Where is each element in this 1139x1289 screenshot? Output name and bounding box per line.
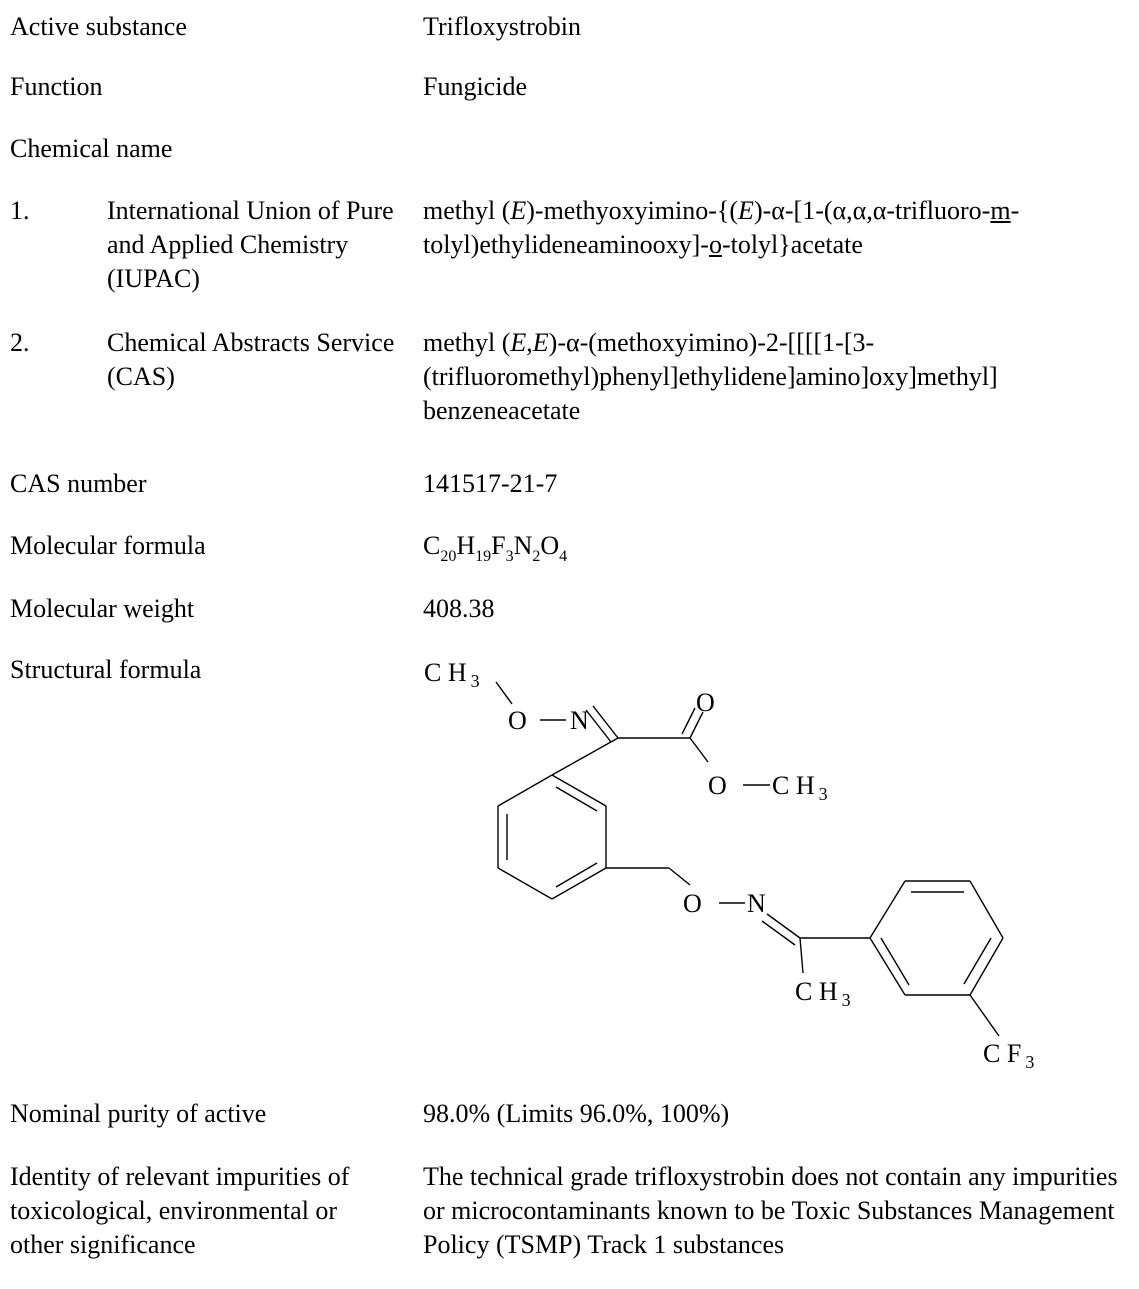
structural-formula-label: Structural formula [10,655,202,684]
bond [963,937,992,985]
bond [761,920,796,946]
bond [585,709,612,743]
bond [869,937,906,996]
iupac-number: 1. [10,196,30,225]
cas-number-value: 141517-21-7 [423,469,558,498]
bond [766,913,801,939]
bond [689,737,709,763]
atom-n2: N [747,889,766,918]
bond [497,867,553,900]
molecular-weight-value: 408.38 [423,594,495,623]
function-label: Function [10,72,103,101]
impurities-value: The technical grade trifloxystrobin does… [423,1162,1118,1259]
cas-label: Chemical Abstracts Service (CAS) [107,328,395,391]
atom-o-ester: O [708,771,727,800]
molecular-formula-label: Molecular formula [10,531,206,560]
molecular-formula-value: C20H19F3N2O4 [423,531,568,565]
iupac-value: methyl (E)-methyoxyimino-{(E)-α-[1-(α,α,… [423,196,1020,259]
bond [555,786,598,812]
iupac-label: International Union of Pure and Applied … [107,196,394,293]
bond [551,774,607,807]
bond [880,937,910,986]
function-value: Fungicide [423,72,527,101]
active-substance-label: Active substance [10,12,187,41]
bond [555,862,598,888]
molecular-weight-label: Molecular weight [10,594,195,623]
bond [497,774,553,807]
bond [869,880,906,939]
bond [799,937,804,974]
cas-value: methyl (E,E)-α-(methoxyimino)-2-[[[[1-[3… [423,328,998,425]
bond [551,867,607,900]
active-substance-value: Trifloxystrobin [423,12,581,41]
bond [681,707,696,735]
atom-n1: N [570,706,589,735]
bond [668,867,691,886]
bond [689,711,704,739]
nominal-purity-label: Nominal purity of active [10,1099,267,1128]
bond [969,880,1004,939]
bond [592,705,619,739]
bond [495,681,513,705]
bond [551,737,619,776]
cas-number-index: 2. [10,328,30,357]
bond [969,937,1004,996]
atom-o2: O [683,889,702,918]
cas-number-label: CAS number [10,469,147,498]
impurities-label: Identity of relevant impurities of toxic… [10,1162,350,1259]
atom-o-carbonyl: O [696,688,715,717]
chemical-name-label: Chemical name [10,134,173,163]
bond [969,994,1000,1037]
atom-o1: O [508,706,527,735]
nominal-purity-value: 98.0% (Limits 96.0%, 100%) [423,1099,730,1128]
